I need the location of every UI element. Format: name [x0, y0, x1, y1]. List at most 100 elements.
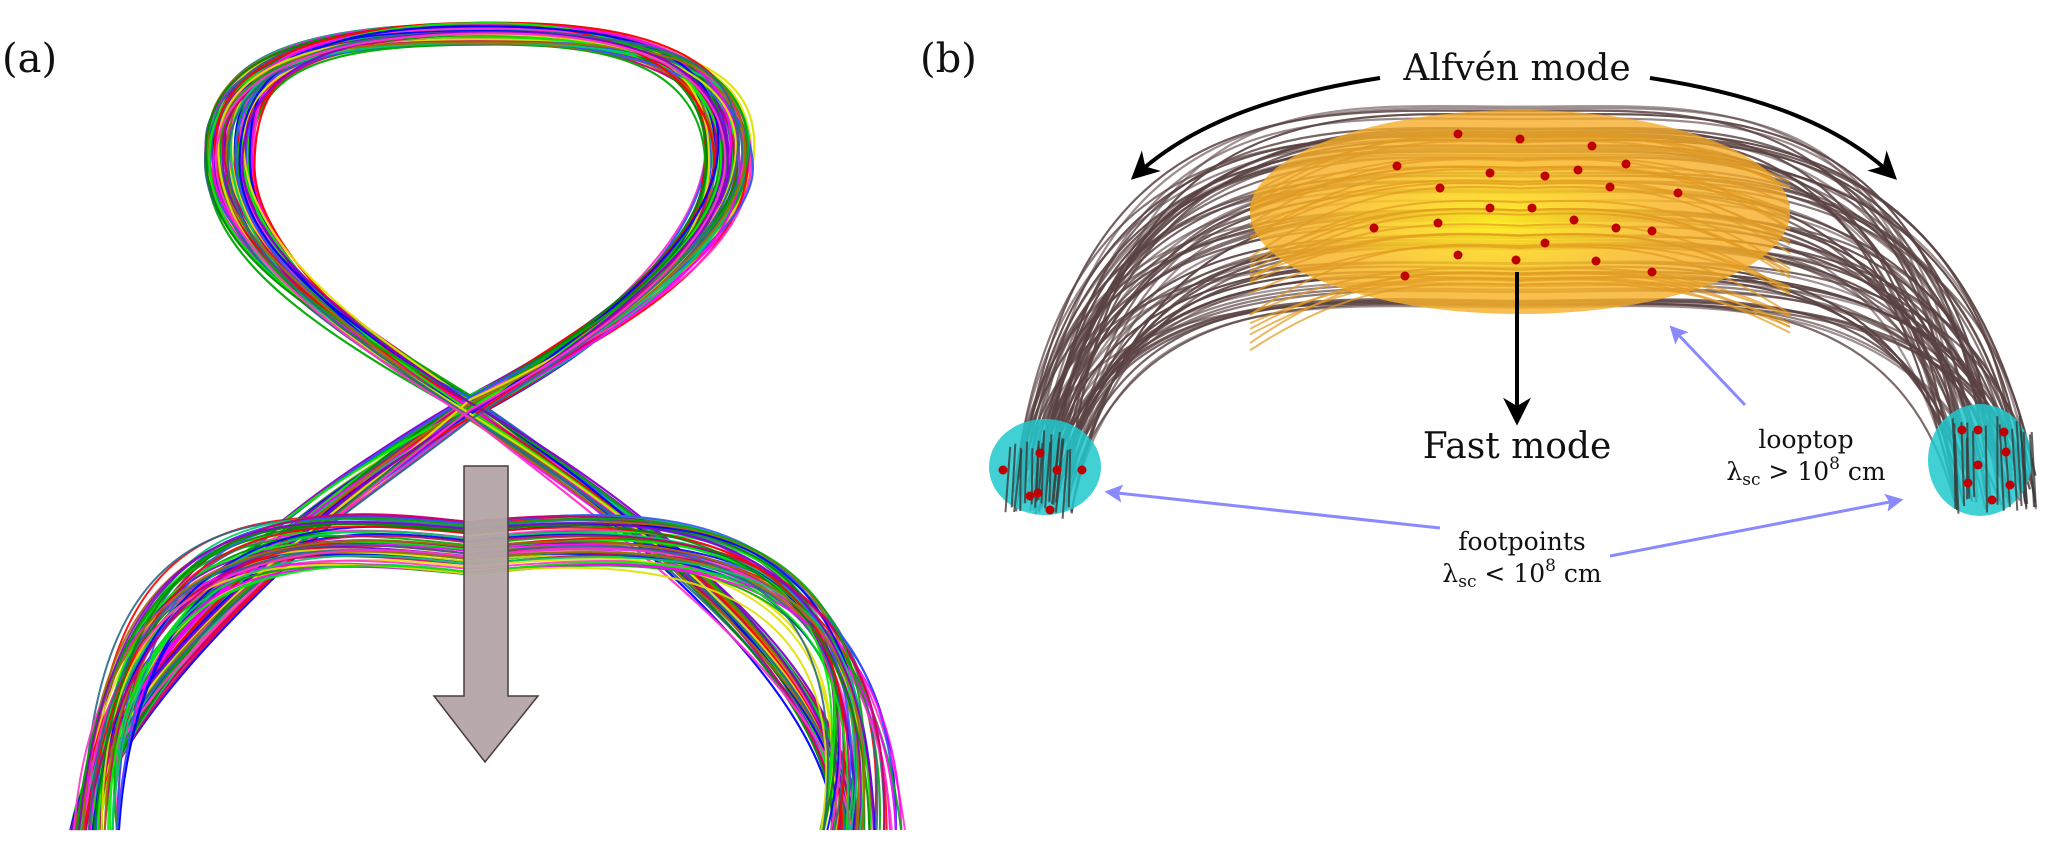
scattering-center-dot [1973, 460, 1983, 470]
footpoint-strand [2015, 421, 2023, 507]
footpoint-strand [1023, 441, 1029, 504]
footpoint-strand [1972, 430, 1976, 498]
footpoint-pointer-arrow-right [1609, 493, 1904, 558]
looptop-strand [1249, 199, 1791, 270]
footpoint-strand [2028, 434, 2036, 508]
twisted-strand [70, 30, 849, 831]
scattering-center-dot [1673, 188, 1683, 198]
looptop-strand [1249, 232, 1791, 296]
footpoint-strand [2011, 428, 2019, 511]
alfven-arrow-right [1649, 76, 1898, 180]
scattering-center-dot [1973, 425, 1983, 435]
looptop-strand [1249, 156, 1791, 207]
panel-a-label: (a) [2, 36, 57, 82]
scattering-center-dot [1485, 168, 1495, 178]
looptop-strand [1249, 272, 1791, 330]
looptop-strand [1249, 223, 1791, 294]
footpoint-strand [1061, 449, 1069, 519]
scattering-center-dot [1605, 182, 1615, 192]
footpoint-strand [1010, 443, 1017, 508]
footpoint-strand [1953, 434, 1960, 514]
scattering-center-dot [2001, 447, 2011, 457]
alfven-arrow-left [1130, 76, 1381, 180]
loop-strand [1056, 104, 1967, 477]
relaxation-arrow [432, 465, 540, 764]
footpoint-strand [2022, 431, 2028, 510]
looptop-strand [1249, 278, 1791, 336]
scattering-center-dot [1963, 478, 1973, 488]
looptop-strand [1249, 267, 1791, 317]
scattering-center-dot [1621, 159, 1631, 169]
footpoint-strand [1998, 424, 2005, 511]
looptop-strand [1249, 179, 1791, 246]
footpoint-strand [1013, 449, 1023, 513]
looptop-strand [1249, 185, 1791, 259]
scattering-center-dot [1453, 129, 1463, 139]
footpoint-strand [1048, 434, 1053, 502]
scattering-center-dot [1035, 448, 1045, 458]
scattering-center-dot [2005, 480, 2015, 490]
scattering-center-dot [1435, 183, 1445, 193]
scattering-center-dot [1999, 427, 2009, 437]
looptop-region [1250, 110, 1790, 314]
looptop-strand [1249, 207, 1791, 279]
footpoint-pointer-arrow-left [1104, 484, 1441, 530]
looptop-label: looptop [1758, 425, 1853, 454]
flux-loop-strands-over-looptop [1249, 133, 1791, 352]
scattering-center-dot [1045, 505, 1055, 515]
twisted-strand [98, 34, 846, 831]
fast-mode-label: Fast mode [1423, 426, 1612, 467]
scattering-center-dot [1569, 215, 1579, 225]
twisted-strand [69, 41, 850, 831]
footpoint-strand [2030, 431, 2037, 503]
looptop-strand [1249, 277, 1791, 325]
scattering-center-dot [1077, 465, 1087, 475]
scattering-center-dot [1647, 267, 1657, 277]
twisted-strand [94, 21, 836, 831]
footpoints-label: footpoints [1458, 527, 1585, 556]
footpoints-scale-label: λsc < 108 cm [1442, 556, 1602, 592]
scattering-center-dot [1369, 223, 1379, 233]
footpoint-strand [1004, 446, 1012, 513]
footpoint-strand [1067, 448, 1072, 508]
looptop-strand [1249, 212, 1791, 282]
footpoint-strand [1044, 442, 1052, 509]
scattering-centers [998, 129, 2015, 515]
footpoint-strand [1984, 425, 1988, 513]
scattering-center-dot [1033, 488, 1043, 498]
scattering-center-dot [1591, 256, 1601, 266]
scattering-center-dot [1025, 491, 1035, 501]
scattering-center-dot [1433, 218, 1443, 228]
scattering-center-dot [1392, 161, 1402, 171]
scattering-center-dot [1515, 134, 1525, 144]
looptop-pointer-arrow [1669, 325, 1747, 407]
scattering-center-dot [998, 465, 1008, 475]
scattering-center-dot [1587, 141, 1597, 151]
looptop-strand [1249, 165, 1791, 231]
scattering-center-dot [1540, 171, 1550, 181]
scattering-center-dot [1527, 203, 1537, 213]
scattering-center-dot [1511, 255, 1521, 265]
alfven-mode-label: Alfvén mode [1402, 48, 1630, 89]
looptop-strand [1249, 243, 1791, 316]
scattering-center-dot [1052, 465, 1062, 475]
scattering-center-dot [1957, 425, 1967, 435]
scattering-center-dot [1987, 495, 1997, 505]
footpoint-strand [2003, 431, 2011, 508]
looptop-strand [1249, 168, 1791, 241]
scattering-center-dot [1400, 271, 1410, 281]
panel-b: (b) Alfvén mode Fast mode looptop λsc > … [920, 36, 2038, 592]
scattering-center-dot [1485, 203, 1495, 213]
scattering-center-dot [1573, 165, 1583, 175]
loop-strand [1064, 303, 2036, 503]
twisted-strand [80, 32, 852, 831]
looptop-strand [1249, 271, 1791, 344]
looptop-scale-label: λsc > 108 cm [1726, 454, 1886, 490]
panel-a: (a) [2, 21, 906, 831]
footpoint-strand [1960, 422, 1966, 507]
scattering-center-dot [1611, 223, 1621, 233]
scattering-center-dot [1540, 238, 1550, 248]
scattering-center-dot [1647, 226, 1657, 236]
panel-b-label: (b) [920, 36, 977, 82]
